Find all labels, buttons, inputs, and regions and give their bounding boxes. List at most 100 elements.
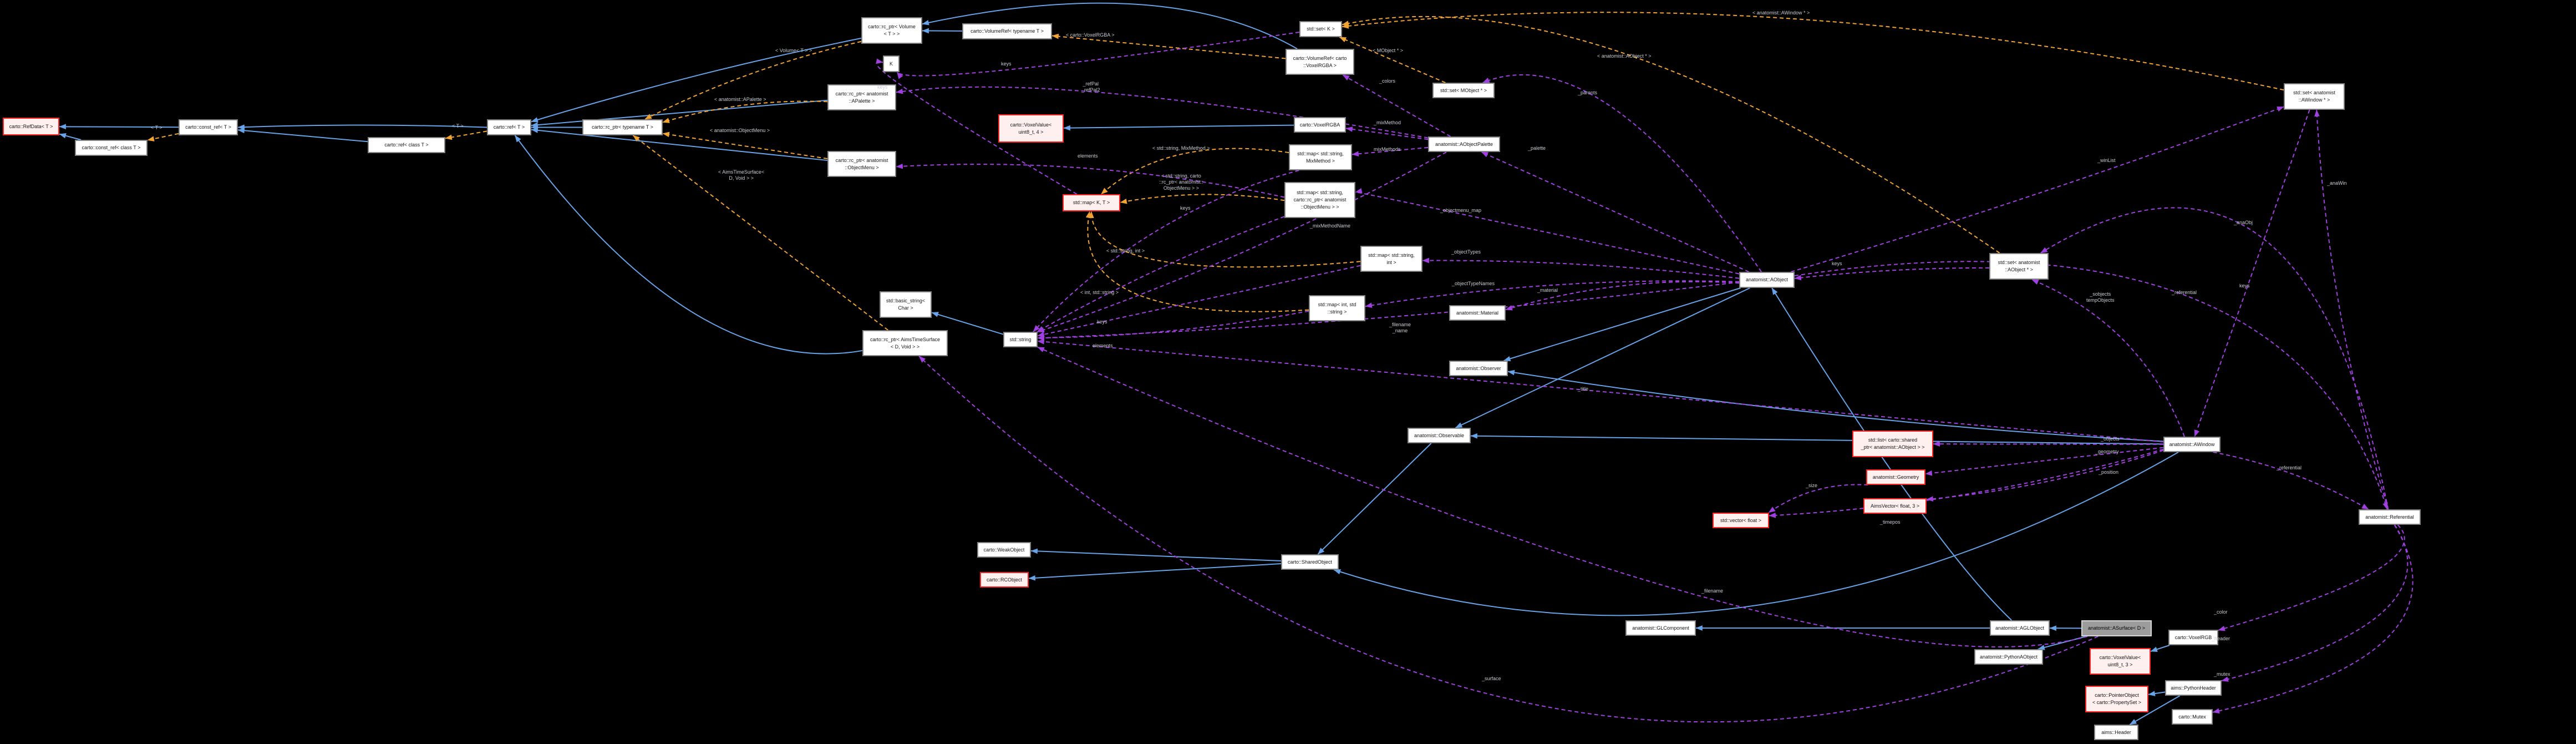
edge-aobject-to-map_int_string — [1365, 280, 1740, 308]
edge-map_objectmenu-to-map_kt — [1120, 194, 1285, 204]
node-aglobject[interactable]: anatomist::AGLObject — [1990, 620, 2050, 636]
edge-set_aobject-to-aobject — [1794, 267, 1990, 281]
node-set_aobject[interactable]: std::set< anatomist ::AObject * > — [1989, 253, 2049, 280]
node-map_int_string[interactable]: std::map< int, std ::string > — [1309, 295, 1365, 321]
edge-set_k-to-k — [896, 32, 1300, 79]
edge-set_awindow-to-set_k — [1342, 12, 2284, 91]
edge-constref_t-to-constref_class — [147, 133, 179, 141]
node-observable[interactable]: anatomist::Observable — [1408, 428, 1471, 443]
node-voxelrgba[interactable]: carto::VoxelRGBA — [1294, 117, 1346, 133]
node-pointerobject[interactable]: carto::PointerObject < carto::PropertySe… — [2085, 686, 2148, 712]
edge-awindow-to-aimsvector — [1926, 449, 2164, 502]
edge-map_int_string-to-stdstring — [1037, 310, 1309, 341]
node-set_mobject[interactable]: std::set< MObject * > — [1432, 83, 1495, 98]
edge-pythonheader-to-aimsheader — [2129, 695, 2181, 725]
edge-set_awindow-to-awindow — [2194, 109, 2310, 437]
node-volumeref_rgba[interactable]: carto::VolumeRef< carto ::VoxelRGBA > — [1286, 49, 1354, 75]
node-k[interactable]: K — [883, 55, 900, 72]
node-aimsheader[interactable]: aims::Header — [2094, 725, 2138, 740]
node-awindow[interactable]: anatomist::AWindow — [2163, 437, 2221, 452]
edge-aobjectpalette-to-map_mixmethod — [1351, 146, 1429, 157]
edge-awindow-to-sharedobject — [1333, 452, 2179, 616]
edge-map_objectmenu-to-stdstring — [1037, 216, 1285, 332]
node-map_mixmethod[interactable]: std::map< std::string, MixMethod > — [1289, 144, 1352, 170]
node-aobject[interactable]: anatomist::AObject — [1739, 272, 1795, 288]
node-voxelrgb[interactable]: carto::VoxelRGB — [2168, 630, 2218, 645]
node-aobjectpalette[interactable]: anatomist::AObjectPalette — [1428, 136, 1500, 152]
edge-aobject-to-map_objectmenu — [1355, 188, 1740, 275]
edge-set_aobject-to-set_k — [1342, 16, 2000, 254]
node-weakobject[interactable]: carto::WeakObject — [977, 542, 1031, 558]
edge-awindow-to-observer — [1507, 370, 2164, 442]
edge-asurface-to-stdstring — [1037, 346, 2088, 647]
edge-map_int_string-to-map_kt — [1085, 211, 1309, 312]
node-constref_class[interactable]: carto::const_ref< class T > — [75, 140, 148, 156]
node-stdstring[interactable]: std::string — [1003, 332, 1038, 347]
edge-sharedobject-to-rcobject — [1028, 563, 1282, 581]
node-refdata[interactable]: carto::RefData< T > — [3, 118, 59, 135]
node-observer[interactable]: anatomist::Observer — [1449, 361, 1508, 376]
node-pythonheader[interactable]: aims::PythonHeader — [2165, 680, 2222, 696]
node-map_kt[interactable]: std::map< K, T > — [1063, 194, 1120, 211]
edge-awindow-to-vector_float — [1769, 448, 2164, 518]
node-vector_float[interactable]: std::vector< float > — [1713, 513, 1769, 528]
node-glcomponent[interactable]: anatomist::GLComponent — [1625, 620, 1696, 636]
edge-rcptr_volume-to-rcptr_typename — [644, 41, 862, 120]
node-rcptr_volume[interactable]: carto::rc_ptr< Volume < T > > — [861, 17, 922, 44]
edge-awindow-to-geometry — [1925, 447, 2164, 476]
node-voxelvalue3[interactable]: carto::VoxelValue< uint8_t, 3 > — [2090, 648, 2151, 675]
node-volumeref_typename[interactable]: carto::VolumeRef< typename T > — [962, 23, 1052, 39]
edge-constref_t-to-refdata — [59, 124, 179, 130]
edge-aobject-to-aobjectpalette — [1481, 151, 1750, 272]
node-pythonaobject[interactable]: anatomist::PythonAObject — [1974, 649, 2043, 665]
edge-aobject-to-stdstring — [1037, 281, 1740, 341]
node-ref_t[interactable]: carto::ref< T > — [487, 119, 531, 135]
node-rcptr_objectmenu[interactable]: carto::rc_ptr< anatomist ::ObjectMenu > — [827, 151, 896, 177]
edge-rcptr_apalette-to-ref_t — [531, 99, 828, 128]
node-map_string_int[interactable]: std::map< std::string, int > — [1360, 246, 1422, 272]
edge-rcptr_objectmenu-to-ref_t — [531, 128, 828, 161]
node-geometry[interactable]: anatomist::Geometry — [1866, 469, 1925, 485]
node-rcptr_apalette[interactable]: carto::rc_ptr< anatomist ::APalette > — [827, 84, 896, 110]
edge-map_objectmenu-to-rcptr_objectmenu — [896, 163, 1285, 198]
edge-aobjectpalette-to-volumeref_rgba — [1342, 74, 1451, 137]
node-ref_class[interactable]: carto::ref< class T > — [368, 137, 445, 153]
edge-referential-to-set_awindow — [2314, 109, 2389, 510]
node-rcptr_aims[interactable]: carto::rc_ptr< AimsTimeSurface < D, Void… — [862, 330, 948, 356]
edge-aobjectpalette-to-stdstring — [1037, 151, 1447, 333]
node-referential[interactable]: anatomist::Referential — [2359, 509, 2421, 525]
node-material[interactable]: anatomist::Material — [1449, 305, 1506, 321]
edge-aobject-to-map_string_int — [1422, 257, 1740, 279]
edge-rcptr_objectmenu-to-rcptr_typename — [662, 131, 828, 160]
edge-aobject-to-referential — [1794, 261, 2388, 510]
edge-map_kt-to-k — [876, 58, 1078, 195]
edge-aobject-to-observer — [1503, 287, 1741, 362]
edge-set_mobject-to-set_k — [1339, 37, 1446, 83]
node-shared_list[interactable]: std::list< carto::shared _ptr< anatomist… — [1852, 431, 1933, 457]
edge-awindow-to-set_aobject — [2031, 279, 2185, 437]
node-constref_t[interactable]: carto::const_ref< T > — [179, 119, 238, 135]
edge-referential-to-set_aobject — [2040, 207, 2389, 510]
node-set_awindow[interactable]: std::set< anatomist ::AWindow * > — [2284, 83, 2345, 110]
node-rcobject[interactable]: carto::RCObject — [980, 572, 1029, 588]
node-asurface[interactable]: anatomist::ASurface< D > — [2081, 620, 2152, 636]
node-map_objectmenu[interactable]: std::map< std::string, carto::rc_ptr< an… — [1284, 182, 1355, 218]
edge-rcptr_volume-to-ref_t — [531, 37, 862, 123]
edge-awindow-to-stdstring — [1037, 338, 2164, 443]
node-aimsvector[interactable]: AimsVector< float, 3 > — [1863, 498, 1927, 514]
edge-aobject-to-observable — [1455, 287, 1750, 428]
node-sharedobject[interactable]: carto::SharedObject — [1281, 554, 1339, 570]
node-voxelvalue4[interactable]: carto::VoxelValue< uint8_t, 4 > — [998, 114, 1064, 143]
node-rcptr_typename[interactable]: carto::rc_ptr< typename T > — [582, 119, 663, 135]
node-mutex[interactable]: carto::Mutex — [2172, 709, 2213, 725]
node-set_k[interactable]: std::set< K > — [1299, 21, 1342, 37]
edge-constref_class-to-refdata — [59, 133, 82, 140]
edge-sharedobject-to-weakobject — [1030, 548, 1282, 561]
node-basic_string[interactable]: std::basic_string< Char > — [880, 291, 932, 318]
edge-voxelrgba-to-voxelvalue4 — [1063, 124, 1294, 131]
edge-map_mixmethod-to-map_kt — [1100, 148, 1289, 195]
edge-rcptr_apalette-to-rcptr_typename — [662, 100, 828, 123]
edge-stdstring-to-basic_string — [931, 312, 1004, 335]
edge-map_string_int-to-map_kt — [1088, 211, 1361, 268]
